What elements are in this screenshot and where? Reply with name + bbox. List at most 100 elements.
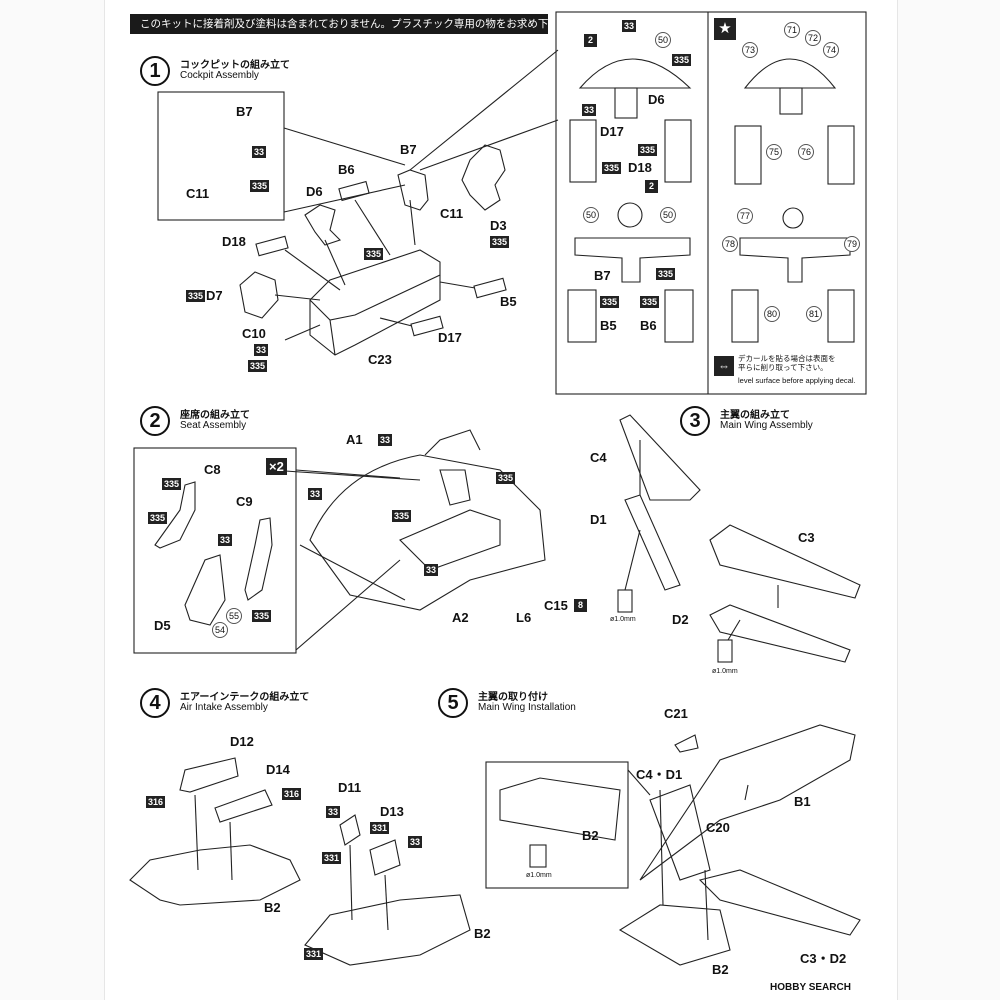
fuselage-half	[309, 454, 546, 611]
part-label-d18-panel: D18	[628, 160, 652, 175]
step-1-title-jp: コックピットの組み立て	[180, 60, 290, 71]
decal-panel-box	[555, 11, 867, 395]
decal-note-en: level surface before applying decal.	[738, 376, 856, 385]
part-label-c9: C9	[236, 494, 253, 509]
step-2-title-jp: 座席の組み立て	[180, 410, 250, 421]
paint-33: 33	[378, 434, 393, 446]
part-label-b6-panel: B6	[640, 318, 657, 333]
part-label-c4: C4	[590, 450, 607, 465]
paint-331: 331	[304, 948, 324, 960]
wing-install-detail-box	[485, 761, 629, 889]
decal-80: 80	[764, 306, 780, 322]
decal-55: 55	[226, 608, 242, 624]
part-label-b5: B5	[500, 294, 517, 309]
part-label-d13: D13	[380, 804, 404, 819]
paint-316: 316	[282, 788, 302, 800]
paint-33: 33	[252, 146, 267, 158]
star-variant-icon: ★	[714, 18, 736, 40]
decal-2-marker: 2	[584, 34, 597, 47]
paint-335: 335	[656, 268, 676, 280]
part-label-b2: B2	[474, 926, 491, 941]
step-2-title-en: Seat Assembly	[180, 420, 247, 431]
paint-335: 335	[672, 54, 692, 66]
part-label-d2: D2	[672, 612, 689, 627]
part-label-d1: D1	[590, 512, 607, 527]
paint-335: 335	[250, 180, 270, 192]
paint-335: 335	[602, 162, 622, 174]
quantity-x2: ×2	[266, 458, 287, 475]
part-label-b1: B1	[794, 794, 811, 809]
decal-74: 74	[823, 42, 839, 58]
step-1-number: 1	[140, 56, 170, 86]
part-label-c4-d1: C4・D1	[636, 767, 683, 782]
paint-335: 335	[364, 248, 384, 260]
upper-wing-part	[619, 414, 701, 501]
paint-335: 335	[248, 360, 268, 372]
paint-335: 335	[162, 478, 182, 490]
part-label-c11: C11	[440, 206, 464, 221]
step-4-title-en: Air Intake Assembly	[180, 702, 268, 713]
part-label-b2: B2	[264, 900, 281, 915]
paint-33: 33	[424, 564, 439, 576]
part-label-d6-panel: D6	[648, 92, 665, 107]
paint-331: 331	[322, 852, 342, 864]
paint-33: 33	[254, 344, 269, 356]
decal-76: 76	[798, 144, 814, 160]
part-label-d14: D14	[266, 762, 290, 777]
part-label-d7: D7	[206, 288, 223, 303]
part-label-d18: D18	[222, 234, 246, 249]
step-5-number: 5	[438, 688, 468, 718]
sanding-arrows-icon: ⇔	[714, 356, 734, 376]
decal-75: 75	[766, 144, 782, 160]
paint-331: 331	[370, 822, 390, 834]
part-label-a2: A2	[452, 610, 469, 625]
drill-size: ø1.0mm	[712, 668, 738, 675]
intake-assembly	[129, 844, 301, 906]
paint-33: 33	[218, 534, 233, 546]
part-label-d5: D5	[154, 618, 171, 633]
part-label-b5-panel: B5	[600, 318, 617, 333]
decal-79: 79	[844, 236, 860, 252]
decal-81: 81	[806, 306, 822, 322]
part-label-d6: D6	[306, 184, 323, 199]
seat-detail-box	[133, 447, 297, 654]
decal-50: 50	[583, 207, 599, 223]
step-3-title-jp: 主翼の組み立て	[720, 410, 790, 421]
decal-71: 71	[784, 22, 800, 38]
part-label-c21: C21	[664, 706, 688, 721]
step-5-title-jp: 主翼の取り付け	[478, 692, 548, 703]
paint-335: 335	[496, 472, 516, 484]
decal-50: 50	[660, 207, 676, 223]
decal-73: 73	[742, 42, 758, 58]
step-1-title-en: Cockpit Assembly	[180, 70, 259, 81]
part-label-c10: C10	[242, 326, 266, 341]
step-2-number: 2	[140, 406, 170, 436]
part-label-d3: D3	[490, 218, 507, 233]
decal-77: 77	[737, 208, 753, 224]
part-label-b7-detail: B7	[236, 104, 253, 119]
paint-335: 335	[600, 296, 620, 308]
hobby-search-watermark: HOBBY SEARCH	[770, 982, 851, 993]
step-5-title-en: Main Wing Installation	[478, 702, 576, 713]
paint-33: 33	[308, 488, 323, 500]
part-label-b2-detail: B2	[582, 828, 599, 843]
paint-335: 335	[640, 296, 660, 308]
instruction-sheet	[104, 0, 898, 1000]
cockpit-detail-box	[157, 91, 285, 221]
paint-335: 335	[490, 236, 510, 248]
step-3-number: 3	[680, 406, 710, 436]
part-label-d17-panel: D17	[600, 124, 624, 139]
part-label-b2: B2	[712, 962, 729, 977]
decal-8-marker: 8	[574, 599, 587, 612]
decal-2-marker: 2	[645, 180, 658, 193]
decal-54: 54	[212, 622, 228, 638]
paint-335: 335	[638, 144, 658, 156]
paint-335: 335	[148, 512, 168, 524]
part-label-b7-panel: B7	[594, 268, 611, 283]
aircraft-fuselage	[639, 724, 856, 881]
paint-33: 33	[622, 20, 637, 32]
part-label-c3-d2: C3・D2	[800, 951, 847, 966]
no-glue-notice: このキットに接着剤及び塗料は含まれておりません。プラスチック専用の物をお求め下さ…	[130, 14, 548, 34]
